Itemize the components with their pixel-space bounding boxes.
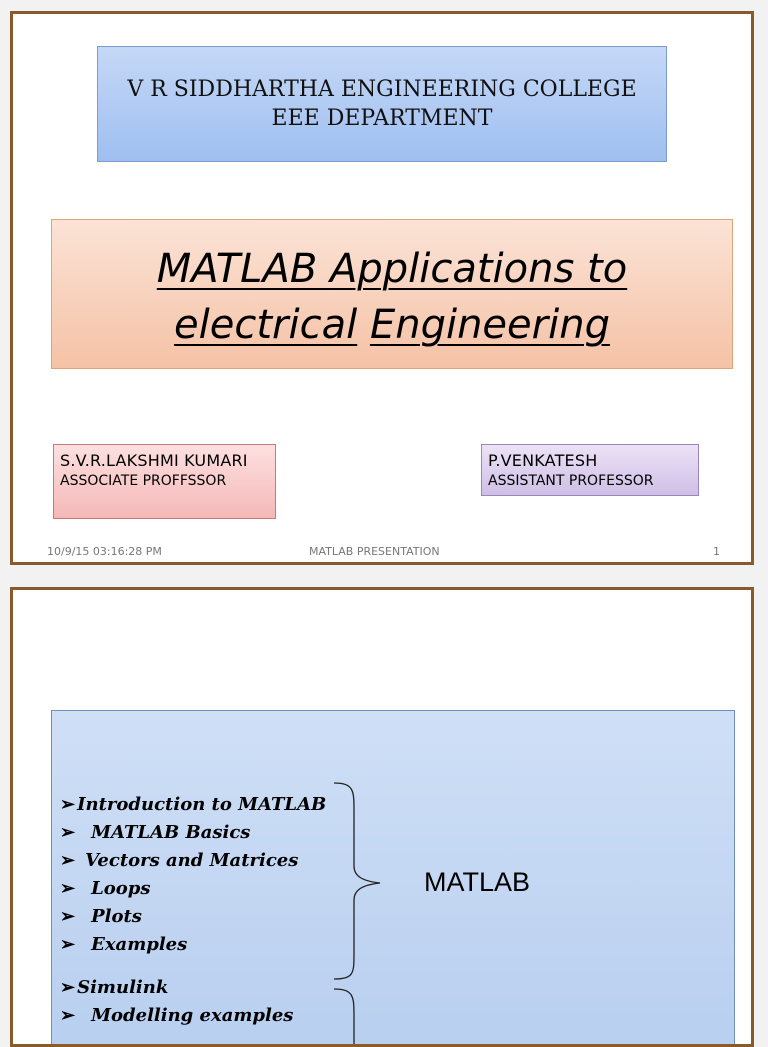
title-line-2: electrical Engineering — [52, 297, 732, 353]
college-header-box: V R SIDDHARTHA ENGINEERING COLLEGE EEE D… — [97, 46, 667, 162]
title-word-matlab: MATLAB — [156, 246, 330, 292]
title-line-1: MATLAB Applications to — [52, 241, 732, 297]
slide-2: ➢Introduction to MATLAB ➢MATLAB Basics ➢… — [10, 587, 754, 1047]
arrow-bullet-icon: ➢ — [60, 934, 76, 955]
author-box-1: S.V.R.LAKSHMI KUMARI ASSOCIATE PROFFSSOR — [53, 444, 276, 519]
list-item: ➢Loops — [60, 878, 151, 899]
arrow-bullet-icon: ➢ — [60, 1005, 76, 1026]
list-item: ➢Vectors and Matrices — [60, 850, 299, 871]
author-box-2: P.VENKATESH ASSISTANT PROFESSOR — [481, 444, 699, 496]
list-item: ➢MATLAB Basics — [60, 822, 251, 843]
author-2-role: ASSISTANT PROFESSOR — [488, 473, 654, 489]
content-box: ➢Introduction to MATLAB ➢MATLAB Basics ➢… — [51, 710, 735, 1044]
arrow-bullet-icon: ➢ — [60, 794, 76, 815]
list-item: ➢Simulink — [60, 977, 169, 998]
list-item: ➢Introduction to MATLAB — [60, 794, 327, 815]
arrow-bullet-icon: ➢ — [60, 822, 76, 843]
department-name: EEE DEPARTMENT — [271, 106, 493, 131]
curly-brace-icon — [333, 988, 355, 1044]
arrow-bullet-icon: ➢ — [60, 977, 76, 998]
footer-page-number: 1 — [713, 545, 720, 558]
footer-title: MATLAB PRESENTATION — [309, 545, 440, 558]
author-2-name: P.VENKATESH — [488, 451, 598, 470]
arrow-bullet-icon: ➢ — [60, 878, 76, 899]
slide-1: V R SIDDHARTHA ENGINEERING COLLEGE EEE D… — [10, 11, 754, 565]
footer-date: 10/9/15 03:16:28 PM — [47, 545, 162, 558]
bullet-list: ➢Introduction to MATLAB ➢MATLAB Basics ➢… — [60, 791, 326, 1030]
presentation-title-box: MATLAB Applications to electrical Engine… — [51, 219, 733, 369]
title-word-engineering: Engineering — [369, 302, 610, 348]
list-item: ➢Plots — [60, 906, 142, 927]
list-item: ➢Modelling examples — [60, 1005, 294, 1026]
college-name: V R SIDDHARTHA ENGINEERING COLLEGE — [127, 77, 637, 102]
group-label: MATLAB — [424, 867, 531, 897]
curly-brace-icon — [333, 782, 381, 980]
author-1-name: S.V.R.LAKSHMI KUMARI — [60, 451, 248, 470]
list-item: ➢Examples — [60, 934, 188, 955]
author-1-role: ASSOCIATE PROFFSSOR — [60, 473, 227, 489]
arrow-bullet-icon: ➢ — [60, 906, 76, 927]
title-word-applications: Applications to — [329, 246, 628, 292]
title-word-electrical: electrical — [174, 302, 358, 348]
arrow-bullet-icon: ➢ — [60, 850, 76, 871]
